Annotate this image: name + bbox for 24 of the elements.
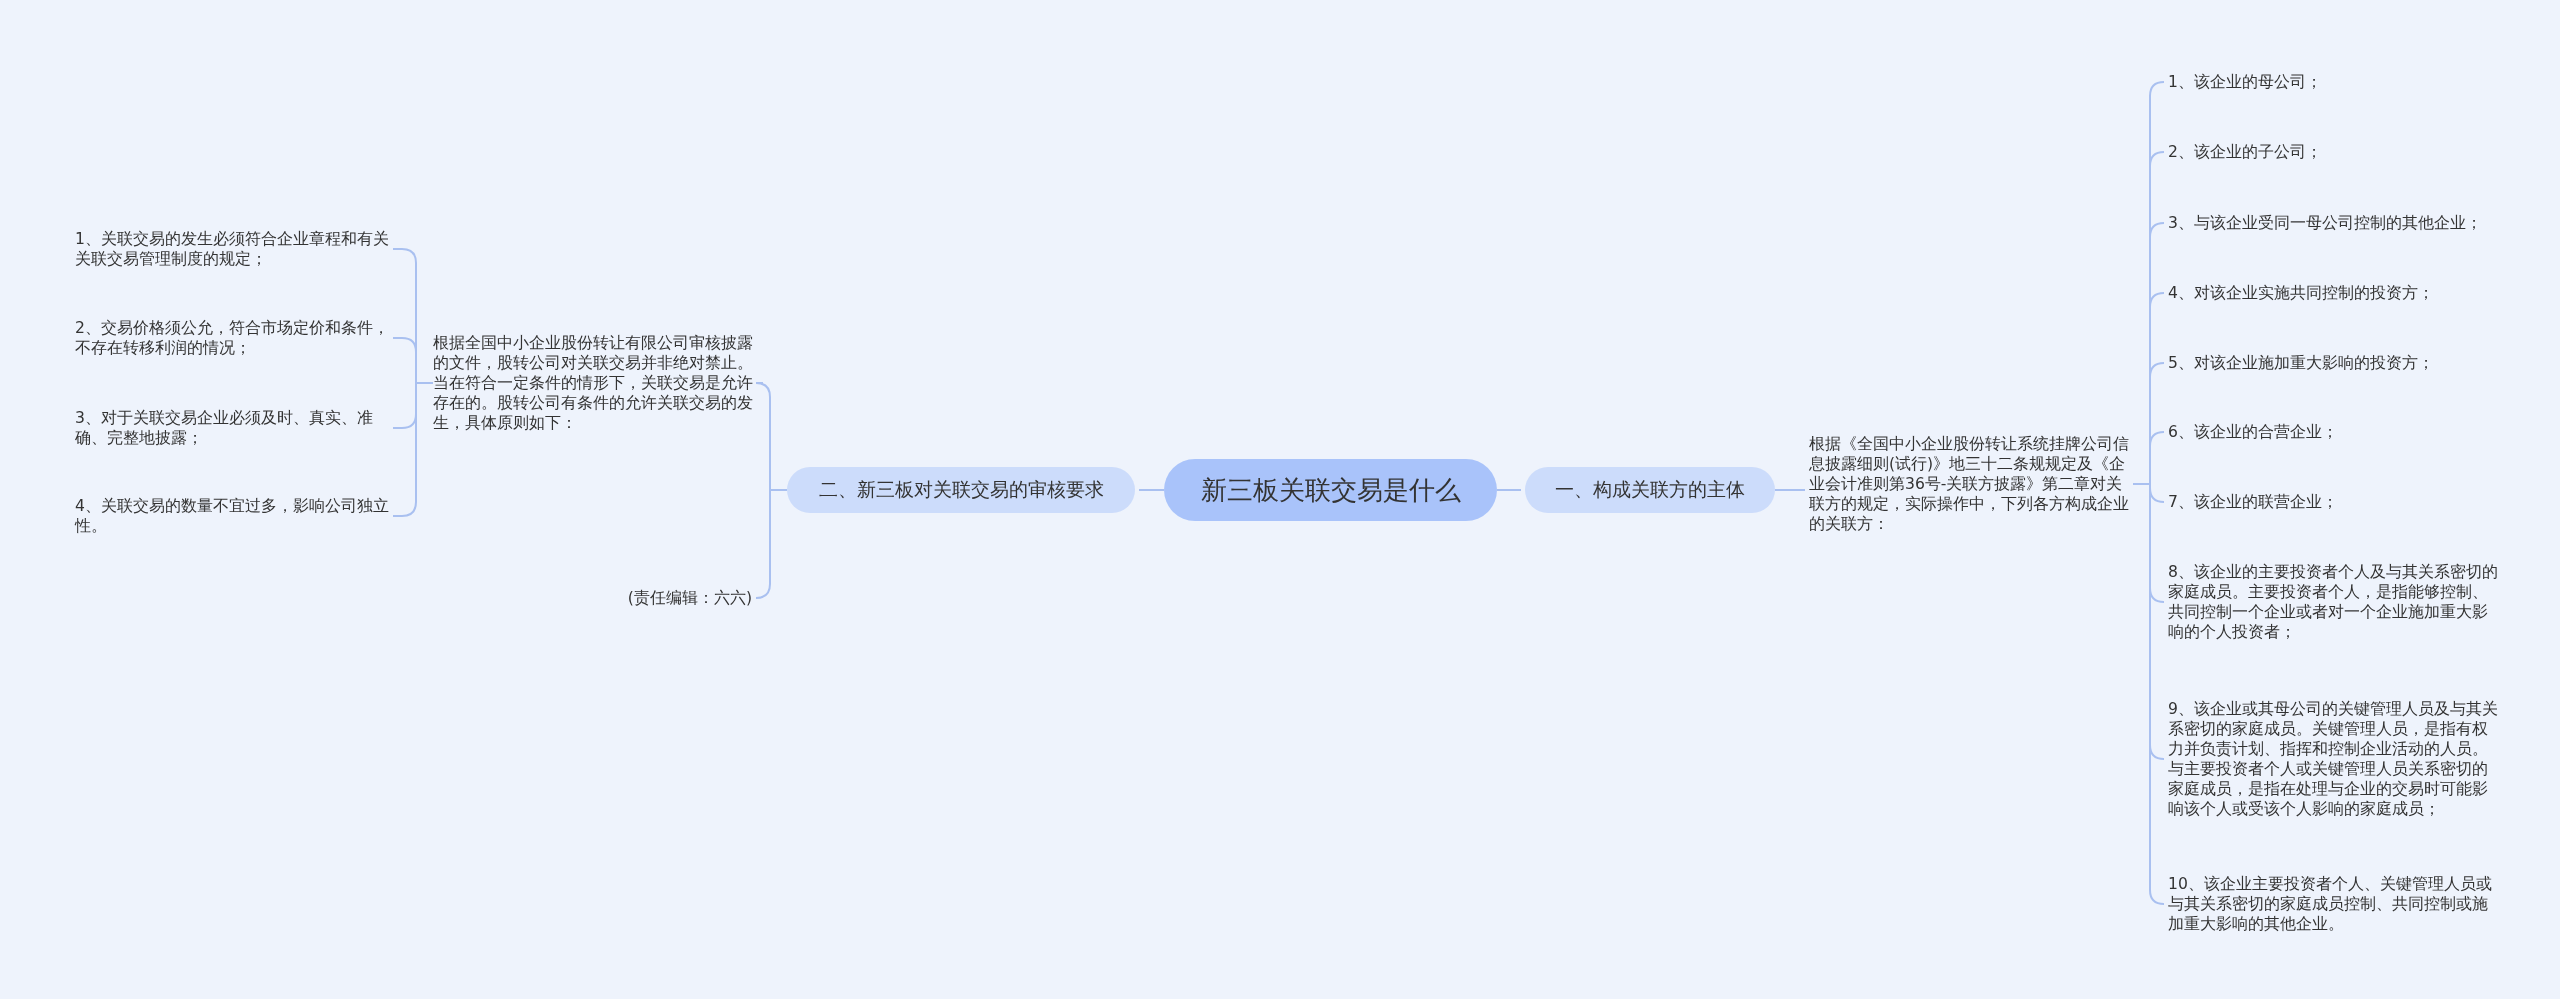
- topic-text: 10、该企业主要投资者个人、关键管理人员或与其关系密切的家庭成员控制、共同控制或施加重大影响的其他企业。: [2168, 874, 2498, 934]
- connector: [2132, 483, 2165, 905]
- topic-text: 1、关联交易的发生必须符合企业章程和有关关联交易管理制度的规定；: [75, 229, 389, 269]
- topic-text: 4、对该企业实施共同控制的投资方；: [2168, 283, 2498, 303]
- topic-text: 2、交易价格须公允，符合市场定价和条件，不存在转移利润的情况；: [75, 318, 389, 358]
- central-topic-box: 新三板关联交易是什么: [1164, 459, 1497, 521]
- topic-text: 根据全国中小企业股份转让有限公司审核披露的文件，股转公司对关联交易并非绝对禁止。当在符合一定条件的情形下，关联交易是允许存在的。股转公司有条件的允许关联交易的发生，具体原则如下：: [433, 333, 759, 433]
- topic-text: 5、对该企业施加重大影响的投资方；: [2168, 353, 2498, 373]
- topic-text: 3、对于关联交易企业必须及时、真实、准确、完整地披露；: [75, 408, 389, 448]
- branch-topic-box: 一、构成关联方的主体: [1525, 467, 1775, 513]
- topic-text: 根据《全国中小企业股份转让系统挂牌公司信息披露细则(试行)》地三十二条规规定及《企业会计准则第36号-关联方披露》第二章对关联方的规定，实际操作中，下列各方构成企业的关联方：: [1809, 434, 2133, 534]
- topic-text: 1、该企业的母公司；: [2168, 72, 2498, 92]
- topic-text: 7、该企业的联营企业；: [2168, 492, 2498, 512]
- connector: [1496, 489, 1522, 491]
- connector: [1138, 489, 1165, 491]
- topic-text: 9、该企业或其母公司的关键管理人员及与其关系密切的家庭成员。关键管理人员，是指有权力并负责计划、指挥和控制企业活动的人员。与主要投资者个人或关键管理人员关系密切的家庭成员，是指在处理与企业的交易时可能影响该个人或受该个人影响的家庭成员；: [2168, 699, 2498, 819]
- topic-text: (责任编辑：六六): [600, 588, 752, 608]
- topic-text: 4、关联交易的数量不宜过多，影响公司独立性。: [75, 496, 389, 536]
- branch-topic-box: 二、新三板对关联交易的审核要求: [787, 467, 1135, 513]
- topic-text: 6、该企业的合营企业；: [2168, 422, 2498, 442]
- topic-text: 3、与该企业受同一母公司控制的其他企业；: [2168, 213, 2498, 233]
- topic-text: 2、该企业的子公司；: [2168, 142, 2498, 162]
- topic-text: 8、该企业的主要投资者个人及与其关系密切的家庭成员。主要投资者个人，是指能够控制、共同控制一个企业或者对一个企业施加重大影响的个人投资者；: [2168, 562, 2498, 642]
- connector: [1774, 489, 1806, 491]
